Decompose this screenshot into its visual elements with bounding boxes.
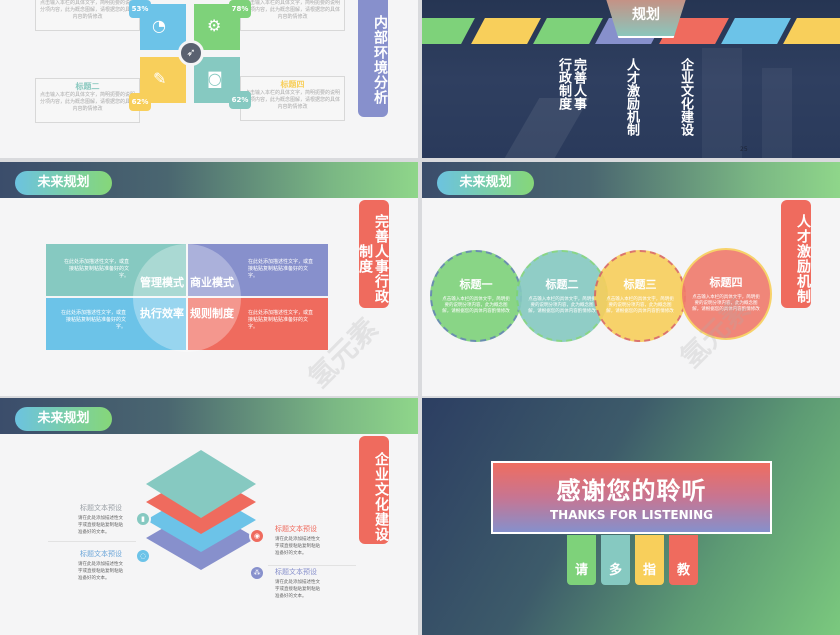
- thanks-banner: 感谢您的聆听 THANKS FOR LISTENING: [491, 461, 772, 534]
- quadrant-desc: 在此处添加描述性文字，或直接粘贴复制粘贴准备好的文字。: [248, 259, 314, 279]
- text-box-1: 标题 点击输入本栏的具体文字，简明扼要的说明分项内容，此为概念图解，请根据您的具…: [35, 0, 140, 31]
- circle-4: 标题四 点击输入本栏的具体文字，简明扼要的说明分项内容，此为概念图解，请根据您的…: [680, 248, 772, 340]
- tag-more: 多: [601, 535, 630, 585]
- quadrant-business: 在此处添加描述性文字，或直接粘贴复制粘贴准备好的文字。: [188, 244, 328, 296]
- chart-icon: ▮: [135, 511, 151, 527]
- header-pill: 未来规划: [437, 171, 534, 195]
- item-desc: 请在此处添加描述性文字或直接粘贴复制粘贴准备好的文本。: [78, 516, 123, 535]
- percent-badge: 53%: [129, 0, 151, 18]
- quadrant-desc: 在此处添加描述性文字，或直接粘贴复制粘贴准备好的文字。: [60, 310, 126, 330]
- circle-desc: 点击输入本栏的具体文字，简明扼要的说明分项内容，此为概念图解，请根据您的具体内容…: [442, 297, 510, 314]
- slide-corporate-culture[interactable]: 未来规划 ▮ ◌ ◉ ⁂ 标题文本预设 请在此处添加描述性文字或直接粘贴复制粘贴…: [0, 398, 418, 635]
- circle-title: 标题一: [459, 278, 493, 291]
- percent-badge: 78%: [229, 0, 251, 18]
- thanks-title-cn: 感谢您的聆听: [556, 477, 707, 505]
- header-pill: 未来规划: [15, 171, 112, 195]
- box-desc: 点击输入本栏的具体文字，简明扼要的说明分项内容，此为概念图解，请根据您的具体内容…: [245, 90, 341, 110]
- target-icon: ◉: [249, 528, 265, 544]
- center-circle: [133, 244, 241, 352]
- side-tab: 内部环境分析: [358, 0, 388, 117]
- item-title: 标题文本预设: [80, 504, 122, 512]
- quadrant-desc: 在此处添加描述性文字，或直接粘贴复制粘贴准备好的文字。: [248, 310, 314, 330]
- column-culture: 企业文化建设: [678, 58, 693, 136]
- column-talent: 人才激励机制: [624, 58, 639, 136]
- camera-icon: ◙: [207, 69, 223, 88]
- slide-hr-admin[interactable]: 未来规划 在此处添加描述性文字，或直接粘贴复制粘贴准备好的文字。 在此处添加描述…: [0, 162, 418, 396]
- slide-thanks[interactable]: 感谢您的聆听 THANKS FOR LISTENING 请 多 指 教: [422, 398, 840, 635]
- tag-please: 请: [567, 535, 596, 585]
- side-tab: 完善人事行政制度: [357, 200, 389, 308]
- percent-badge: 62%: [129, 93, 151, 111]
- box-title: 标题四: [280, 80, 305, 89]
- percent-badge: 62%: [229, 91, 251, 109]
- quadrant-label: 商业模式: [190, 276, 234, 289]
- chat-icon: ◌: [135, 548, 151, 564]
- circle-title: 标题三: [623, 278, 657, 291]
- box-desc: 点击输入本栏的具体文字，简明扼要的说明分项内容，此为概念图解，请根据您的具体内容…: [40, 0, 136, 20]
- circle-desc: 点击输入本栏的具体文字，简明扼要的说明分项内容，此为概念图解，请根据您的具体内容…: [528, 297, 596, 314]
- divider: [48, 541, 136, 542]
- slide-internal-analysis[interactable]: 标题 点击输入本栏的具体文字，简明扼要的说明分项内容，此为概念图解，请根据您的具…: [0, 0, 418, 158]
- quadrant-management: 在此处添加描述性文字，或直接粘贴复制粘贴准备好的文字。: [46, 244, 186, 296]
- quadrant-label: 管理模式: [140, 276, 184, 289]
- slide-future-plan-overview[interactable]: 规划 完善人事行政制度 人才激励机制 企业文化建设 25: [422, 0, 840, 158]
- item-title: 标题文本预设: [275, 525, 317, 533]
- tag-teach: 教: [669, 535, 698, 585]
- item-desc: 请在此处添加描述性文字或直接粘贴复制粘贴准备好的文本。: [78, 562, 123, 581]
- badge-label: 规划: [632, 7, 660, 23]
- building: [702, 48, 742, 158]
- divider: [268, 565, 356, 566]
- box-desc: 点击输入本栏的具体文字，简明扼要的说明分项内容，此为概念图解，请根据您的具体内容…: [40, 92, 136, 112]
- quadrant-desc: 在此处添加描述性文字，或直接粘贴复制粘贴准备好的文字。: [63, 259, 129, 279]
- text-box-2: 标题二 点击输入本栏的具体文字，简明扼要的说明分项内容，此为概念图解，请根据您的…: [35, 78, 140, 123]
- item-desc: 请在此处添加描述性文字或直接粘贴复制粘贴准备好的文本。: [275, 580, 320, 599]
- network-icon: ⁂: [249, 565, 265, 581]
- slide-talent-incentive[interactable]: 未来规划 标题一 点击输入本栏的具体文字，简明扼要的说明分项内容，此为概念图解，…: [422, 162, 840, 396]
- quadrant-label: 规则制度: [190, 307, 234, 320]
- header-pill: 未来规划: [15, 407, 112, 431]
- circle-1: 标题一 点击输入本栏的具体文字，简明扼要的说明分项内容，此为概念图解，请根据您的…: [430, 250, 522, 342]
- side-tab: 企业文化建设: [359, 436, 389, 544]
- speaker-icon: ◔: [152, 16, 166, 35]
- text-box-4: 标题四 点击输入本栏的具体文字，简明扼要的说明分项内容，此为概念图解，请根据您的…: [240, 76, 345, 121]
- thanks-title-en: THANKS FOR LISTENING: [549, 508, 714, 522]
- box-title: 标题二: [75, 82, 100, 91]
- quadrant-label: 执行效率: [140, 307, 184, 320]
- building: [762, 68, 792, 158]
- circle-desc: 点击输入本栏的具体文字，简明扼要的说明分项内容，此为概念图解，请根据您的具体内容…: [692, 295, 760, 312]
- gear-icon: ⚙: [207, 16, 222, 35]
- pencil-icon: ✎: [153, 69, 167, 88]
- circle-3: 标题三 点击输入本栏的具体文字，简明扼要的说明分项内容，此为概念图解，请根据您的…: [594, 250, 686, 342]
- item-title: 标题文本预设: [275, 568, 317, 576]
- rocket-icon: ➶: [178, 40, 204, 66]
- text-box-3: 标题三 点击输入本栏的具体文字，简明扼要的说明分项内容，此为概念图解，请根据您的…: [240, 0, 345, 31]
- item-desc: 请在此处添加描述性文字或直接粘贴复制粘贴准备好的文本。: [275, 537, 320, 556]
- box-desc: 点击输入本栏的具体文字，简明扼要的说明分项内容，此为概念图解，请根据您的具体内容…: [245, 0, 341, 20]
- item-title: 标题文本预设: [80, 550, 122, 558]
- circle-title: 标题二: [545, 278, 579, 291]
- circle-desc: 点击输入本栏的具体文字，简明扼要的说明分项内容，此为概念图解，请根据您的具体内容…: [606, 297, 674, 314]
- quadrant-efficiency: 在此处添加描述性文字，或直接粘贴复制粘贴准备好的文字。: [46, 298, 186, 350]
- column-hr-admin: 完善人事行政制度: [556, 58, 586, 110]
- tag-guide: 指: [635, 535, 664, 585]
- circle-title: 标题四: [709, 276, 743, 289]
- side-tab: 人才激励机制: [781, 200, 811, 308]
- quadrant-rules: 在此处添加描述性文字，或直接粘贴复制粘贴准备好的文字。: [188, 298, 328, 350]
- page-number: 25: [740, 146, 748, 153]
